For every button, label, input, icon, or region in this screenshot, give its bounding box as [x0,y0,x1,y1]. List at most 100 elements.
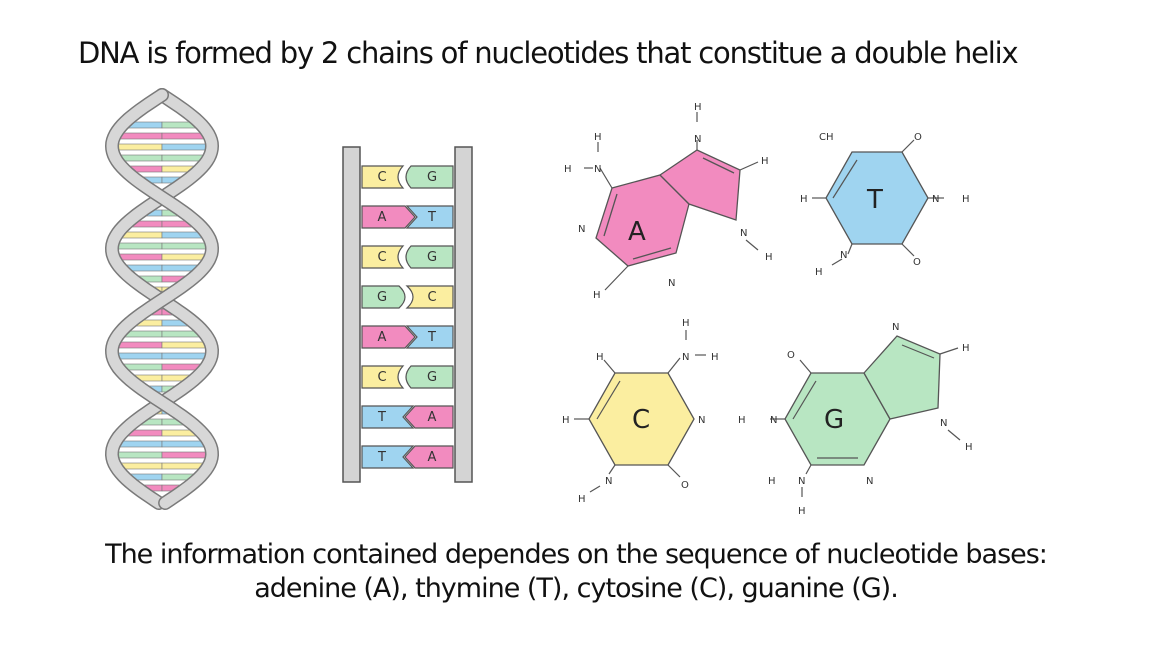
base-a-block [361,205,416,229]
atom-label: H [562,415,570,426]
pair-right-letter: A [428,450,437,465]
helix-rung [118,341,163,349]
atom-label: N [932,194,939,205]
base-a-block [361,325,416,349]
adenine-ring-5 [658,149,741,221]
atom-label: H [578,494,586,505]
pair-left-letter: A [378,210,387,225]
helix-rung [117,242,163,250]
pair-right-letter: T [427,330,436,345]
guanine-ring-5 [863,335,941,420]
atom-label: N [605,476,612,487]
helix-rung [122,231,163,239]
atom-label: N [594,164,601,175]
pair-right-letter: G [427,370,437,385]
helix-rung [161,231,202,239]
pair-right-letter: T [427,210,436,225]
helix-rung [161,440,205,448]
pair-right-letter: A [428,410,437,425]
helix-rung [161,363,201,371]
cytosine-molecule: C H N H H H N N H O [562,318,719,505]
atom-label: N [740,228,747,239]
base-c-block [361,165,405,189]
pair-left-letter: T [377,410,386,425]
helix-rung [121,462,163,470]
helix-rung [161,462,203,470]
atom-label: H [962,194,970,205]
atom-label: N [798,476,805,487]
adenine-molecule: A H H N H N H N N H N H [564,102,773,301]
pair-left-letter: C [377,370,386,385]
helix-rung [117,451,163,459]
atom-label: O [681,480,689,491]
atom-label: N [698,415,705,426]
base-g-block [405,245,454,269]
base-g-block [405,365,454,389]
thymine-label: T [866,185,883,215]
pair-right-letter: C [427,290,436,305]
atom-label: O [914,132,922,143]
atom-label: H [798,506,806,517]
adenine-label: A [628,217,646,247]
atom-label: N [578,224,585,235]
ladder-left-rail [342,146,361,483]
ladder-right-rail [454,146,473,483]
helix-rung [119,440,163,448]
helix-rung [120,154,163,162]
atom-label: H [768,476,776,487]
base-a-block [404,405,454,429]
base-c-block [361,365,405,389]
atom-label: H [738,415,746,426]
helix-strand [106,89,218,509]
atom-label: N [694,134,701,145]
atom-label: H [682,318,690,329]
helix-rung [161,253,205,261]
atom-label: N [866,476,873,487]
atom-label: H [962,343,970,354]
helix-rung [123,363,163,371]
helix-rung [161,451,207,459]
base-t-block [361,405,415,429]
base-t-block [405,325,454,349]
helix-rung [161,154,204,162]
atom-label: O [787,350,795,361]
atom-label: N [892,322,899,333]
helix-rung [161,352,206,360]
helix-rung [118,352,163,360]
atom-label: H [594,132,602,143]
base-c-block [361,245,405,269]
base-g-block [361,285,406,309]
atom-label: N [668,278,675,289]
double-helix [104,88,220,510]
atom-label: H [765,252,773,263]
caption-line-1: The information contained dependes on th… [105,539,1048,570]
helix-rung [161,132,204,140]
helix-rung [124,330,163,338]
caption: The information contained dependes on th… [0,538,1152,606]
guanine-molecule: G O N H H N N H H N H N [738,322,973,517]
atom-label: H [593,290,601,301]
page-title: DNA is formed by 2 chains of nucleotides… [78,36,1019,70]
atom-label: N [770,415,777,426]
pair-left-letter: A [378,330,387,345]
helix-rung [117,143,163,151]
pair-left-letter: C [377,250,386,265]
pair-left-letter: T [377,450,386,465]
atom-label: H [815,267,823,278]
helix-rung [119,253,163,261]
atom-label: H [711,352,719,363]
pair-right-letter: G [427,170,437,185]
atom-label: H [761,156,769,167]
pair-left-letter: G [377,290,387,305]
base-a-block [404,445,454,469]
base-g-block [405,165,454,189]
atom-label: N [682,352,689,363]
